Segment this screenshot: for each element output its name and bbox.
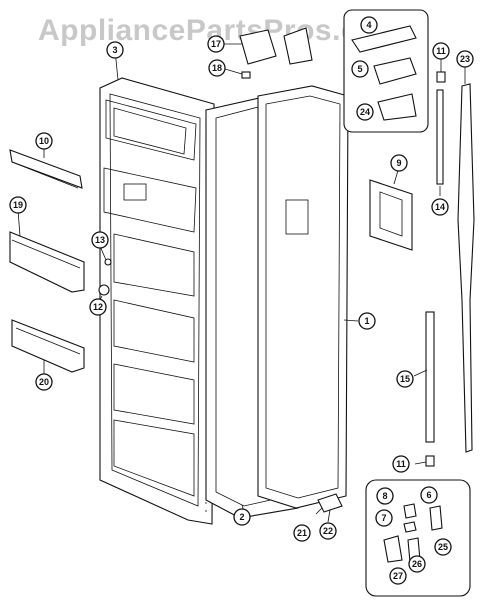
- plug-11-top: [436, 71, 446, 83]
- callout-15: 15: [396, 370, 414, 388]
- svg-text:26: 26: [412, 559, 422, 569]
- callout-10: 10: [35, 132, 53, 150]
- callout-2: 2: [233, 508, 251, 526]
- door-bin-19: [9, 231, 85, 293]
- door-panel: [257, 85, 349, 509]
- svg-text:6: 6: [426, 490, 431, 500]
- callout-21: 21: [293, 524, 311, 542]
- callout-20: 20: [35, 373, 53, 391]
- callout-19: 19: [9, 196, 27, 214]
- callout-11-top: 11: [432, 42, 450, 60]
- callout-6: 6: [420, 486, 438, 504]
- callout-7: 7: [375, 509, 393, 527]
- callout-5: 5: [351, 60, 369, 78]
- door-bin-10: [9, 149, 83, 189]
- svg-text:27: 27: [393, 571, 403, 581]
- callout-9: 9: [390, 154, 408, 172]
- callout-25: 25: [434, 538, 452, 556]
- plug-11-bottom: [425, 455, 435, 467]
- svg-text:8: 8: [382, 491, 387, 501]
- svg-text:13: 13: [95, 235, 105, 245]
- svg-text:21: 21: [297, 528, 307, 538]
- callout-22: 22: [319, 522, 337, 540]
- callout-26: 26: [408, 555, 426, 573]
- svg-text:14: 14: [435, 202, 445, 212]
- svg-text:20: 20: [39, 377, 49, 387]
- svg-text:18: 18: [212, 63, 222, 73]
- svg-text:10: 10: [39, 136, 49, 146]
- callout-3: 3: [106, 41, 124, 59]
- svg-text:12: 12: [93, 302, 103, 312]
- svg-text:11: 11: [436, 46, 446, 56]
- callout-17: 17: [207, 35, 225, 53]
- svg-text:3: 3: [112, 45, 117, 55]
- svg-text:5: 5: [357, 64, 362, 74]
- svg-text:2: 2: [239, 512, 244, 522]
- strip-14: [436, 89, 444, 185]
- svg-text:17: 17: [211, 39, 221, 49]
- hinge-kit-box: [343, 9, 429, 133]
- svg-text:15: 15: [400, 374, 410, 384]
- door-handle-23: [457, 83, 475, 453]
- svg-text:7: 7: [381, 513, 386, 523]
- svg-text:1: 1: [364, 316, 369, 326]
- callout-1: 1: [358, 312, 376, 330]
- svg-text:24: 24: [360, 107, 370, 117]
- callout-12: 12: [89, 298, 107, 316]
- strip-15: [425, 311, 435, 443]
- callout-14: 14: [431, 198, 449, 216]
- svg-text:11: 11: [396, 459, 406, 469]
- hinge-cover: [239, 27, 313, 79]
- svg-text:9: 9: [396, 158, 401, 168]
- svg-text:22: 22: [323, 526, 333, 536]
- svg-text:25: 25: [438, 542, 448, 552]
- bottom-hinge-kit-box: [365, 479, 471, 597]
- svg-text:23: 23: [460, 54, 470, 64]
- door-bin-20: [11, 319, 85, 373]
- clip-13: [104, 258, 112, 266]
- screw-12: [98, 284, 110, 296]
- callout-23: 23: [456, 50, 474, 68]
- callout-4: 4: [360, 16, 378, 34]
- svg-text:4: 4: [366, 20, 371, 30]
- callout-11-bottom: 11: [392, 455, 410, 473]
- door-liner: [99, 77, 215, 525]
- callout-18: 18: [208, 59, 226, 77]
- callout-13: 13: [91, 231, 109, 249]
- callout-24: 24: [356, 103, 374, 121]
- svg-text:19: 19: [13, 200, 23, 210]
- callout-8: 8: [376, 487, 394, 505]
- dispenser-trim-9: [369, 179, 413, 251]
- callout-27: 27: [389, 567, 407, 585]
